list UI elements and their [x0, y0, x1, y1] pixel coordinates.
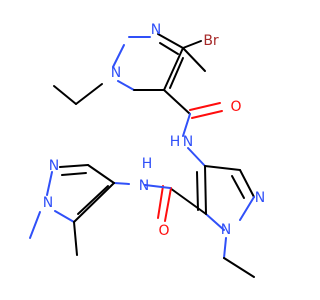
bond — [75, 83, 103, 105]
bond — [169, 57, 184, 89]
bond — [159, 42, 179, 55]
nitrogen-atom: N — [49, 158, 59, 174]
nitrogen-atom: N — [139, 178, 149, 194]
bond — [231, 175, 245, 199]
bond — [29, 211, 41, 239]
nitrogen-atom: N — [43, 195, 53, 211]
bond — [182, 113, 191, 137]
bond — [182, 40, 202, 49]
bonds — [29, 33, 255, 278]
bromine-atom: Br — [203, 33, 219, 49]
bond — [223, 257, 255, 278]
bond — [163, 47, 184, 91]
bond — [46, 171, 53, 196]
bond — [61, 172, 87, 176]
nitrogen-atom: N — [255, 190, 265, 206]
bond — [87, 164, 115, 184]
bond — [223, 237, 227, 259]
bond — [189, 102, 221, 111]
bond — [191, 110, 223, 119]
bond — [204, 165, 207, 215]
hydrogen-atom: H — [142, 156, 153, 172]
bond — [53, 85, 77, 105]
bond — [54, 210, 75, 223]
atom-labels: Br N N O N H N N O N H N N — [43, 22, 265, 239]
bond — [163, 89, 191, 115]
nitrogen-atom: N — [221, 222, 231, 238]
bond — [157, 185, 164, 219]
bond — [239, 196, 255, 221]
oxygen-atom: O — [230, 99, 241, 115]
bond — [113, 182, 130, 185]
bond — [157, 33, 184, 49]
bond — [73, 221, 78, 256]
bond — [182, 47, 206, 72]
bond — [169, 187, 207, 215]
hydrogen-atom: H — [170, 134, 181, 150]
bond — [205, 213, 225, 231]
oxygen-atom: O — [158, 223, 169, 239]
nitrogen-atom: N — [111, 65, 121, 81]
bond — [204, 165, 241, 171]
bond — [164, 187, 172, 222]
bond — [112, 44, 125, 68]
bond — [239, 169, 255, 198]
bond — [77, 185, 109, 215]
bond — [187, 147, 206, 167]
bond — [196, 171, 199, 211]
nitrogen-atom: N — [183, 134, 193, 150]
nitrogen-atom: N — [151, 22, 161, 38]
bond — [144, 184, 171, 189]
bond — [117, 80, 135, 91]
bond — [59, 164, 89, 168]
bond — [73, 182, 115, 223]
chemical-structure: Br N N O N H N N O N H N N — [29, 22, 265, 278]
